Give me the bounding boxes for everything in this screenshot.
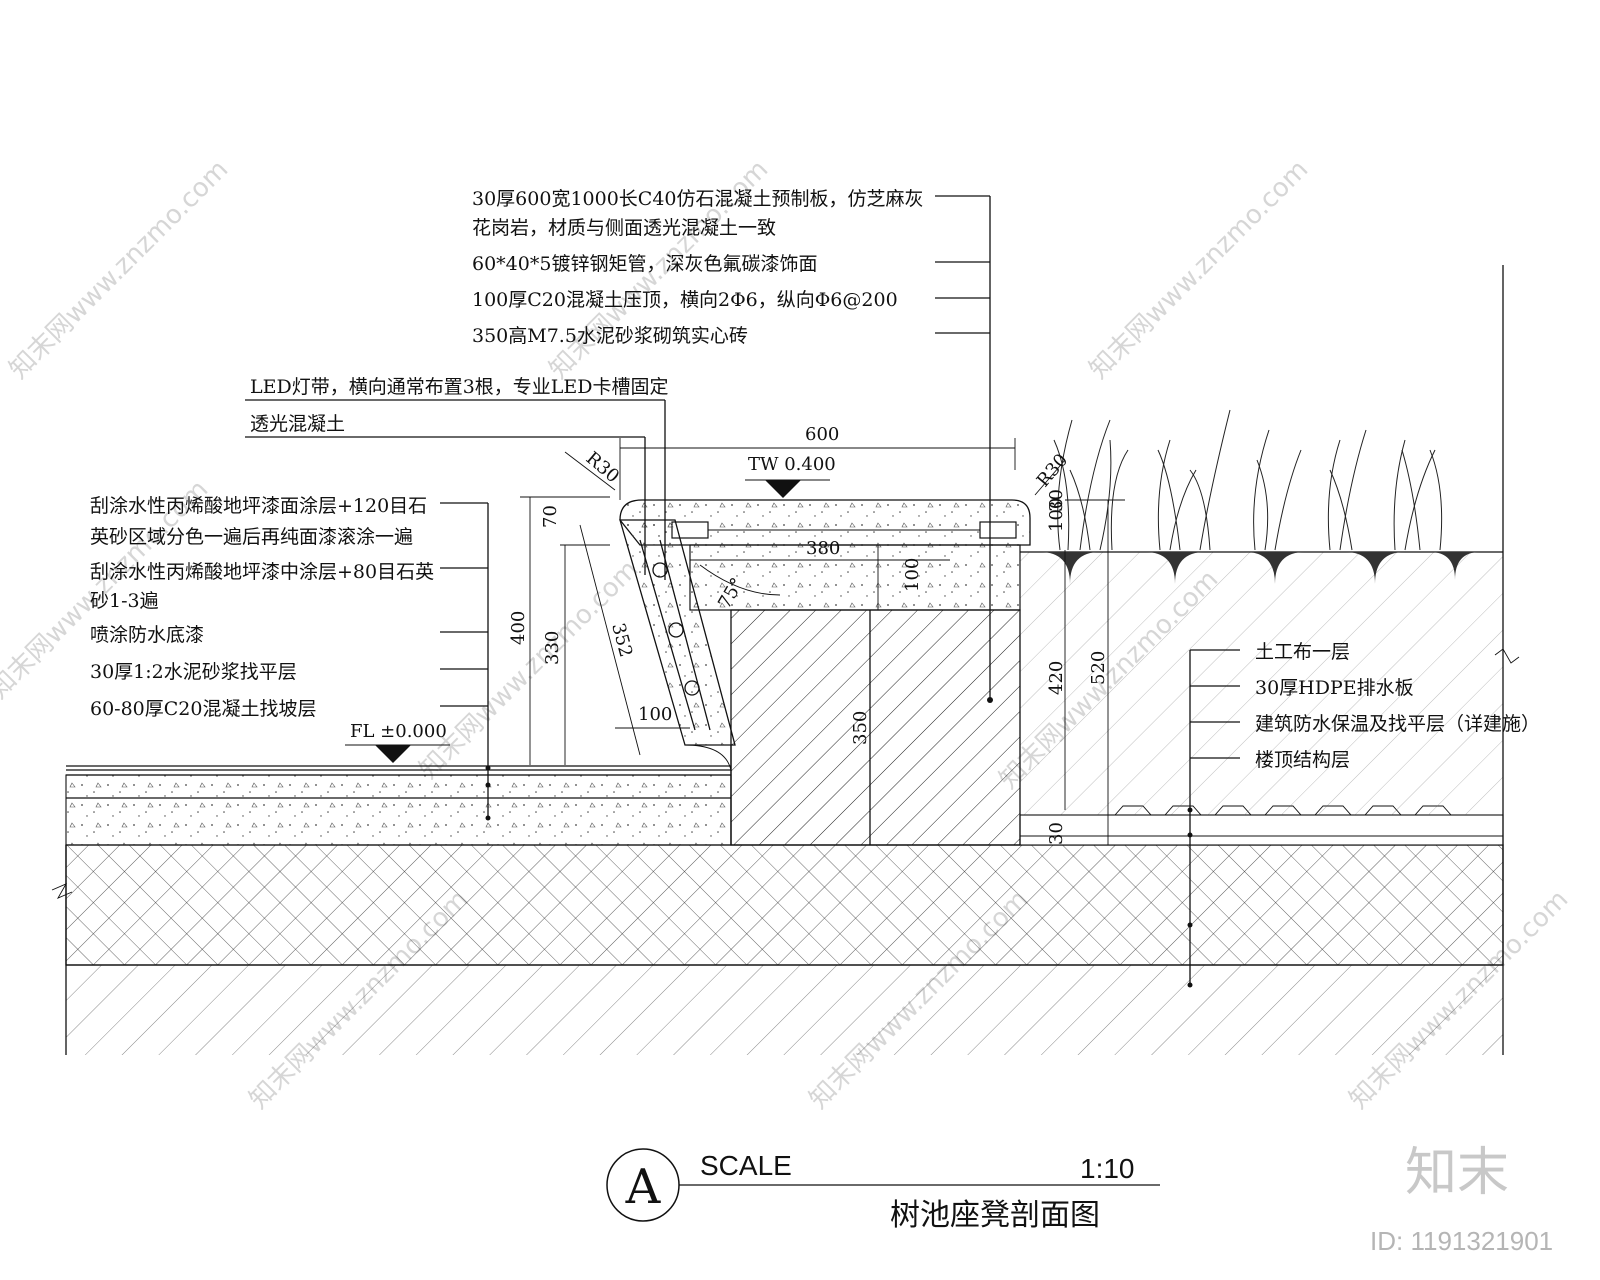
note-text: 楼顶结构层 <box>1255 749 1350 771</box>
dim-label: 380 <box>806 538 840 559</box>
dim-label: 100 <box>902 558 923 592</box>
notes-right: 土工布一层 30厚HDPE排水板 建筑防水保温及找平层（详建施） 楼顶结构层 <box>1255 641 1540 771</box>
bench <box>619 499 1031 846</box>
dimension-lines <box>520 438 1125 846</box>
fl-level-label: FL ±0.000 <box>350 721 447 742</box>
note-text: 刮涂水性丙烯酸地坪漆面涂层+120目石 <box>90 495 427 517</box>
brand-logo-text: 知末 <box>1405 1144 1509 1202</box>
level-markers <box>345 479 830 763</box>
note-text: LED灯带，横向通常布置3根，专业LED卡槽固定 <box>250 376 669 398</box>
note-text: 喷涂防水底漆 <box>90 624 204 646</box>
note-text: 土工布一层 <box>1255 641 1350 663</box>
section-symbol-letter: A <box>625 1159 662 1215</box>
note-text: 350高M7.5水泥砂浆砌筑实心砖 <box>472 325 748 347</box>
level-labels: TW 0.400 FL ±0.000 <box>350 454 836 742</box>
dim-label: 520 <box>1088 651 1109 685</box>
note-text: 60-80厚C20混凝土找坡层 <box>90 698 317 720</box>
dim-label: 400 <box>508 611 529 645</box>
note-text: 刮涂水性丙烯酸地坪漆中涂层+80目石英 <box>90 561 434 583</box>
dim-label: 600 <box>805 424 839 445</box>
grass <box>1053 409 1443 551</box>
dim-label: 100 <box>638 704 672 725</box>
ground-layers <box>51 265 1520 1055</box>
note-text: 30厚1:2水泥砂浆找平层 <box>90 661 297 683</box>
note-text: 英砂区域分色一遍后再纯面漆滚涂一遍 <box>90 526 413 548</box>
dim-label: 350 <box>850 711 871 745</box>
scale-label: SCALE <box>700 1150 792 1181</box>
scale-value: 1:10 <box>1080 1153 1135 1184</box>
note-text: 砂1-3遍 <box>90 590 159 612</box>
dim-label: 100 <box>1046 498 1067 532</box>
tw-level-label: TW 0.400 <box>748 454 836 475</box>
note-text: 60*40*5镀锌钢矩管，深灰色氟碳漆饰面 <box>472 253 817 275</box>
dim-label: 30 <box>1046 822 1067 845</box>
note-text: 100厚C20混凝土压顶，横向2Φ6，纵向Φ6@200 <box>472 289 898 311</box>
brand-watermark: 知末 ID: 1191321901 <box>1370 1144 1553 1256</box>
note-text: 透光混凝土 <box>250 413 345 435</box>
watermark-text: 知末网www.znzmo.com <box>1084 154 1315 385</box>
dim-label: 420 <box>1046 661 1067 695</box>
note-text: 建筑防水保温及找平层（详建施） <box>1255 713 1540 735</box>
dim-label: 70 <box>540 505 561 528</box>
drawing-title: 树池座凳剖面图 <box>890 1198 1100 1233</box>
dim-label: 352 <box>607 621 636 660</box>
dim-label: 30 <box>1046 489 1067 512</box>
watermark-text: 知末网www.znzmo.com <box>414 554 645 785</box>
radius-label: R30 <box>582 448 623 488</box>
notes-left: 刮涂水性丙烯酸地坪漆面涂层+120目石 英砂区域分色一遍后再纯面漆滚涂一遍 刮涂… <box>90 495 434 720</box>
notes-top: 30厚600宽1000长C40仿石混凝土预制板，仿芝麻灰 花岗岩，材质与侧面透光… <box>472 188 924 347</box>
note-text: 花岗岩，材质与侧面透光混凝土一致 <box>472 217 776 239</box>
image-id: ID: 1191321901 <box>1370 1226 1553 1256</box>
title-block: A SCALE 1:10 树池座凳剖面图 <box>606 1148 1160 1233</box>
soil-humps <box>1040 552 1480 584</box>
note-text: 30厚600宽1000长C40仿石混凝土预制板，仿芝麻灰 <box>472 188 924 210</box>
watermark-text: 知末网www.znzmo.com <box>4 154 235 385</box>
note-text: 30厚HDPE排水板 <box>1255 677 1414 699</box>
notes-led: LED灯带，横向通常布置3根，专业LED卡槽固定 透光混凝土 <box>250 376 669 435</box>
dim-label: 330 <box>542 631 563 665</box>
